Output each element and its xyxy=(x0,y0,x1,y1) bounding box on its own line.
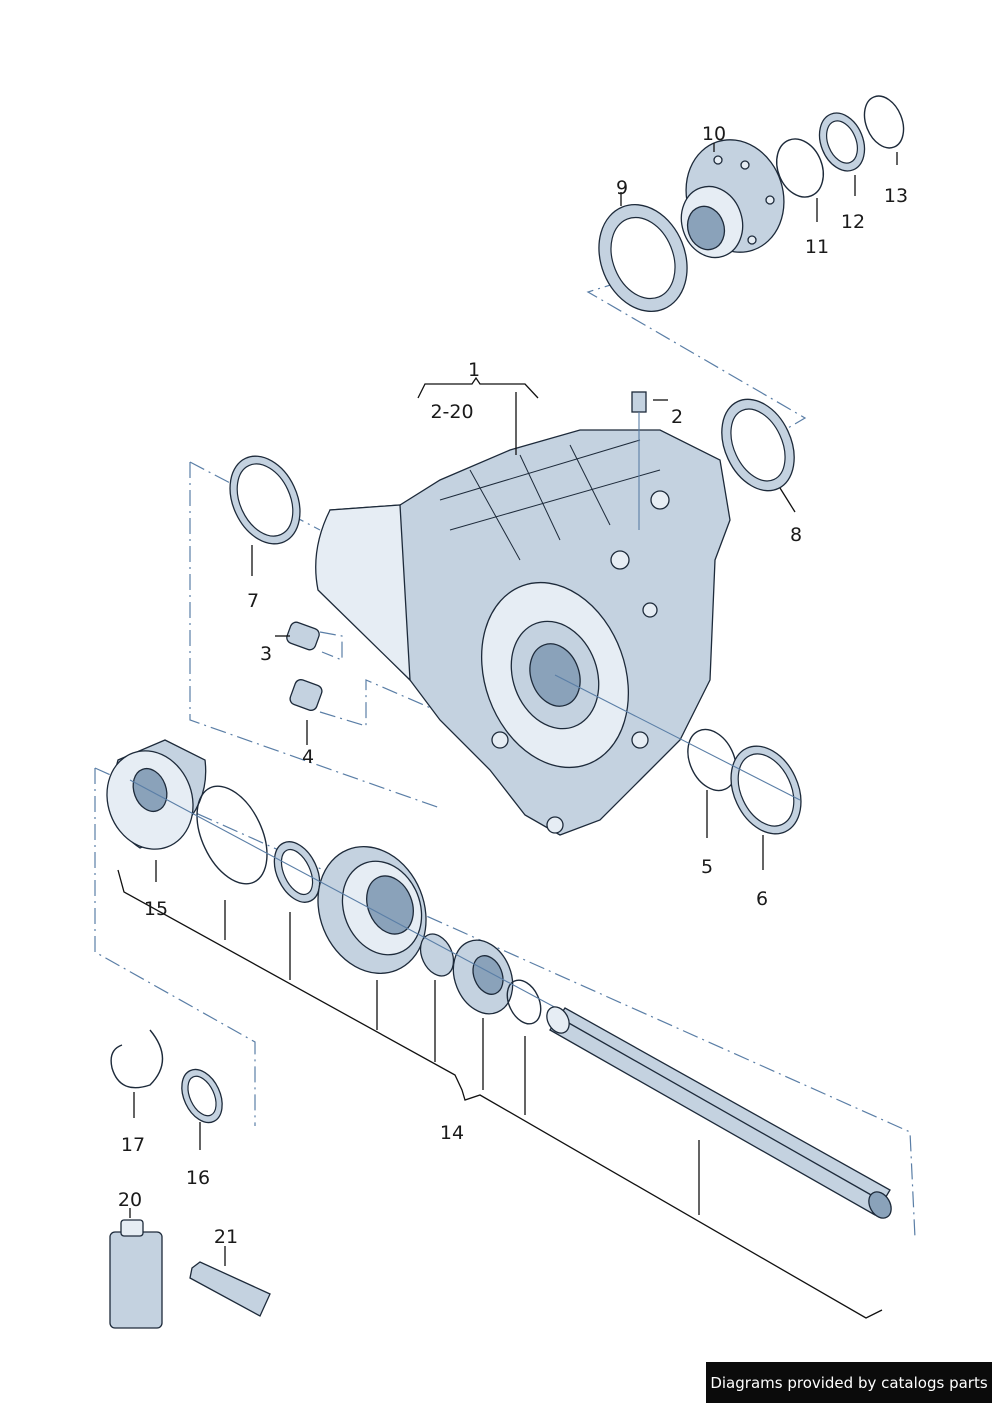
assembly-line-shaft xyxy=(94,767,916,1239)
assembly-line-plug-3 xyxy=(319,631,343,661)
label-part-6: 6 xyxy=(756,888,768,910)
label-part-20: 20 xyxy=(118,1189,142,1211)
circlip-end-icon xyxy=(506,979,542,1025)
washer-16-icon xyxy=(181,1068,223,1124)
plug-3-icon xyxy=(286,621,320,651)
footer-banner: Diagrams provided by catalogs parts xyxy=(706,1362,992,1403)
label-part-12: 12 xyxy=(841,211,865,233)
cover-15-icon xyxy=(106,739,207,850)
axis-line-output xyxy=(554,674,801,801)
leader-lines xyxy=(117,143,898,1319)
label-part-2: 2 xyxy=(671,406,683,428)
footer-text: Diagrams provided by catalogs parts xyxy=(710,1373,988,1392)
label-part-14: 14 xyxy=(440,1122,464,1144)
label-part-5: 5 xyxy=(701,856,713,878)
plug-4-icon xyxy=(289,679,323,711)
assembly-line-lower-left xyxy=(94,768,256,1126)
label-part-1: 1 xyxy=(468,359,480,381)
breather-2-icon xyxy=(631,391,647,530)
seal-ring-7-icon xyxy=(229,455,301,545)
label-part-9: 9 xyxy=(616,177,628,199)
label-part-21: 21 xyxy=(214,1226,238,1248)
ball-bearing-icon xyxy=(452,939,514,1015)
seal-ring-8-icon xyxy=(721,398,795,492)
label-part-11: 11 xyxy=(805,236,829,258)
o-ring-5-icon xyxy=(687,728,737,792)
label-part-range: 2-20 xyxy=(430,401,473,423)
transfer-case-housing-icon xyxy=(315,429,731,836)
label-part-10: 10 xyxy=(702,123,726,145)
assembly-line-top xyxy=(586,281,807,429)
assembly-line-plug-4 xyxy=(319,679,441,727)
label-part-15: 15 xyxy=(144,898,168,920)
circlip-13-icon xyxy=(863,95,905,149)
seal-ring-9-icon xyxy=(598,203,688,313)
label-part-3: 3 xyxy=(260,643,272,665)
snap-ring-17-icon xyxy=(110,1029,164,1089)
label-part-4: 4 xyxy=(302,746,314,768)
label-part-16: 16 xyxy=(186,1167,210,1189)
snap-ring-large-icon xyxy=(196,785,268,885)
circlip-small-icon xyxy=(419,933,455,977)
o-ring-11-icon xyxy=(776,138,824,198)
axis-line-lower xyxy=(129,779,561,1011)
label-part-13: 13 xyxy=(884,185,908,207)
grease-tube-icon xyxy=(189,1261,271,1317)
flange-10-icon xyxy=(680,139,785,259)
oil-bottle-icon xyxy=(109,1219,163,1329)
part-labels: 1 2-20 2 3 4 5 6 7 8 9 10 11 12 13 14 15… xyxy=(118,123,908,1248)
label-part-17: 17 xyxy=(121,1134,145,1156)
seal-ring-6-icon xyxy=(730,745,802,835)
label-part-7: 7 xyxy=(247,590,259,612)
washer-12-icon xyxy=(818,112,866,172)
label-part-8: 8 xyxy=(790,524,802,546)
assembly-line-left xyxy=(189,462,441,809)
splined-shaft-icon xyxy=(546,1006,892,1219)
